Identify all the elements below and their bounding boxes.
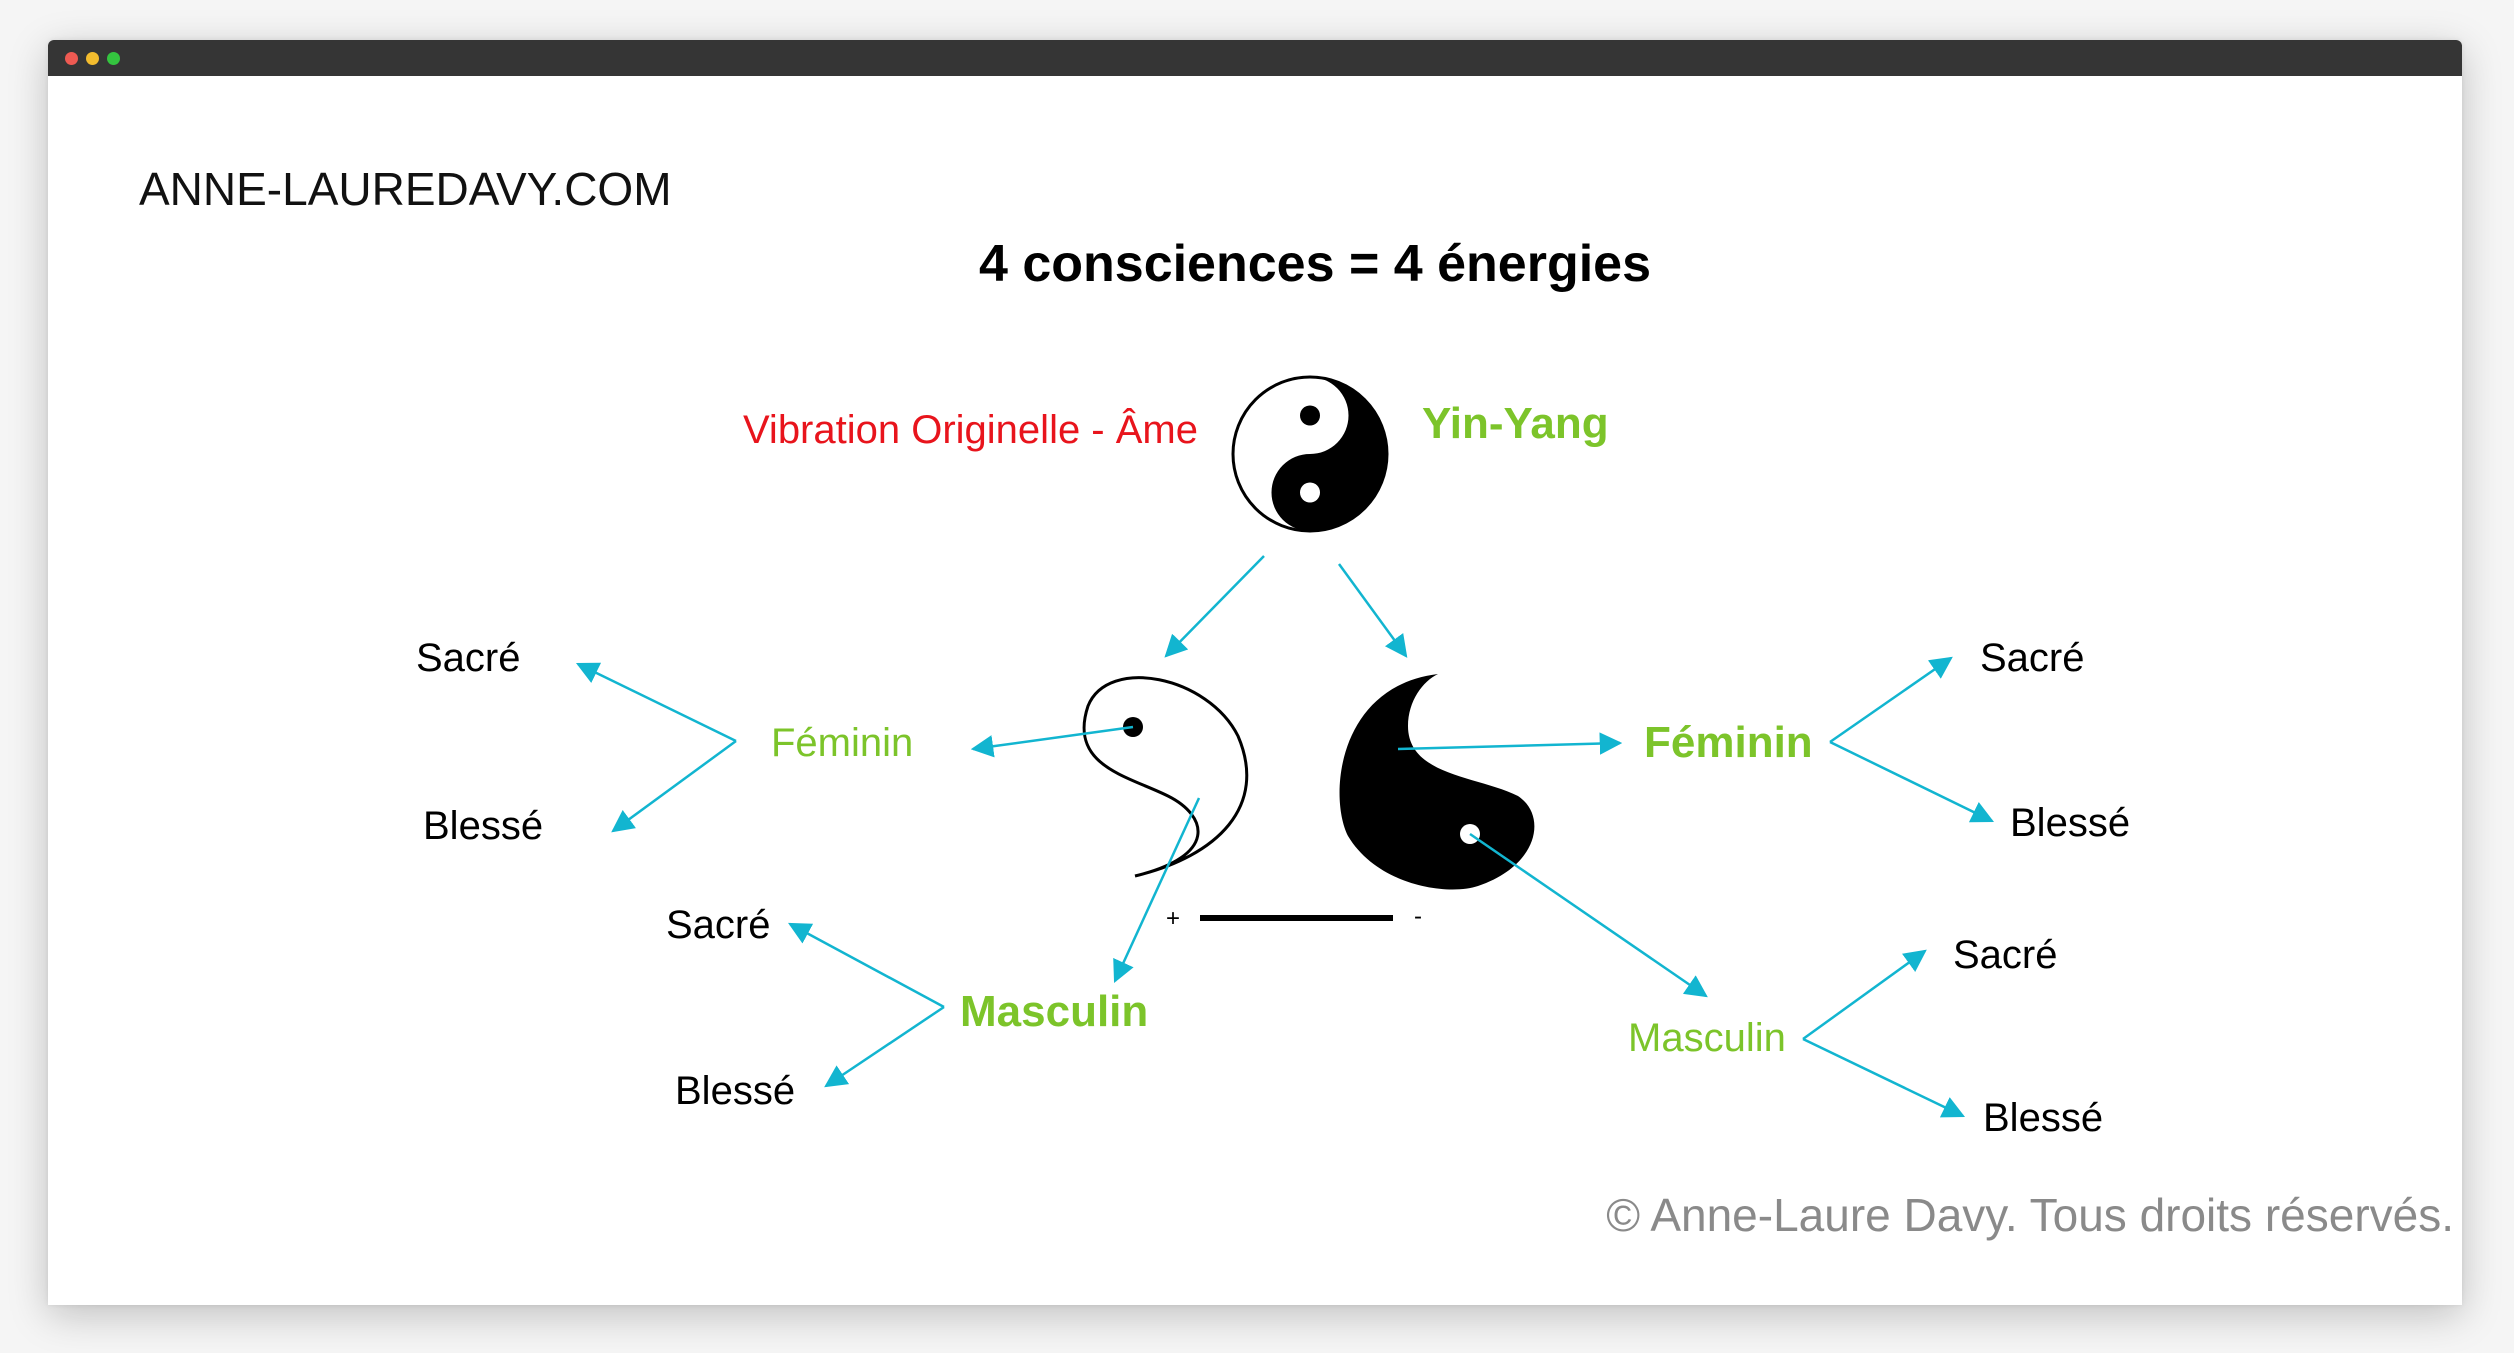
right-masculin-sacre-label: Sacré	[1953, 933, 2058, 977]
site-name: ANNE-LAUREDAVY.COM	[139, 163, 672, 215]
arrow-left-feminin-to-sacre	[575, 662, 737, 743]
left-masculin-blesse-label: Blessé	[675, 1069, 795, 1113]
arrow-left-masculin-to-sacre	[788, 922, 945, 1009]
polarity-minus: -	[1414, 903, 1422, 930]
left-feminin-blesse-label: Blessé	[423, 804, 543, 848]
origin-label-vibration: Vibration Originelle - Âme	[743, 407, 1198, 452]
energies-diagram: ANNE-LAUREDAVY.COM 4 consciences = 4 éne…	[139, 163, 2454, 1241]
page-content: ANNE-LAUREDAVY.COM 4 consciences = 4 éne…	[48, 76, 2462, 1305]
right-masculin-label: Masculin	[1628, 1016, 1786, 1060]
white-half-yin-yang-icon	[1082, 676, 1249, 878]
window-titlebar	[48, 40, 2462, 76]
left-feminin-sacre-label: Sacré	[416, 636, 521, 680]
diagram-title: 4 consciences = 4 énergies	[979, 235, 1651, 293]
left-feminin-label: Féminin	[771, 721, 913, 765]
arrow-origin-to-black-half	[1337, 563, 1408, 658]
left-masculin-label: Masculin	[960, 987, 1148, 1036]
arrow-right-feminin-to-blesse	[1829, 740, 1995, 823]
copyright-notice: © Anne-Laure Davy. Tous droits réservés.	[1606, 1189, 2454, 1241]
polarity-plus: +	[1166, 905, 1180, 932]
arrow-white-half-to-feminin	[970, 725, 1134, 758]
left-masculin-sacre-label: Sacré	[666, 903, 771, 947]
browser-window: ANNE-LAUREDAVY.COM 4 consciences = 4 éne…	[48, 40, 2462, 1305]
right-masculin-blesse-label: Blessé	[1983, 1096, 2103, 1140]
origin-label-yin-yang: Yin-Yang	[1422, 399, 1609, 448]
yin-yang-icon	[1231, 375, 1389, 533]
arrow-left-masculin-to-blesse	[824, 1005, 945, 1088]
arrow-right-masculin-to-blesse	[1802, 1037, 1966, 1118]
arrow-black-half-to-feminin	[1397, 732, 1623, 755]
close-window-dot[interactable]	[65, 52, 78, 65]
minimize-window-dot[interactable]	[86, 52, 99, 65]
right-feminin-blesse-label: Blessé	[2010, 801, 2130, 845]
right-feminin-label: Féminin	[1644, 718, 1813, 767]
arrow-left-feminin-to-blesse	[611, 739, 737, 833]
arrow-black-half-to-masculin	[1469, 832, 1708, 998]
arrow-white-half-to-masculin	[1113, 797, 1201, 984]
right-feminin-sacre-label: Sacré	[1980, 636, 2085, 680]
maximize-window-dot[interactable]	[107, 52, 120, 65]
arrow-origin-to-white-half	[1164, 555, 1265, 658]
arrow-right-feminin-to-sacre	[1829, 656, 1953, 744]
arrow-right-masculin-to-sacre	[1802, 949, 1927, 1041]
